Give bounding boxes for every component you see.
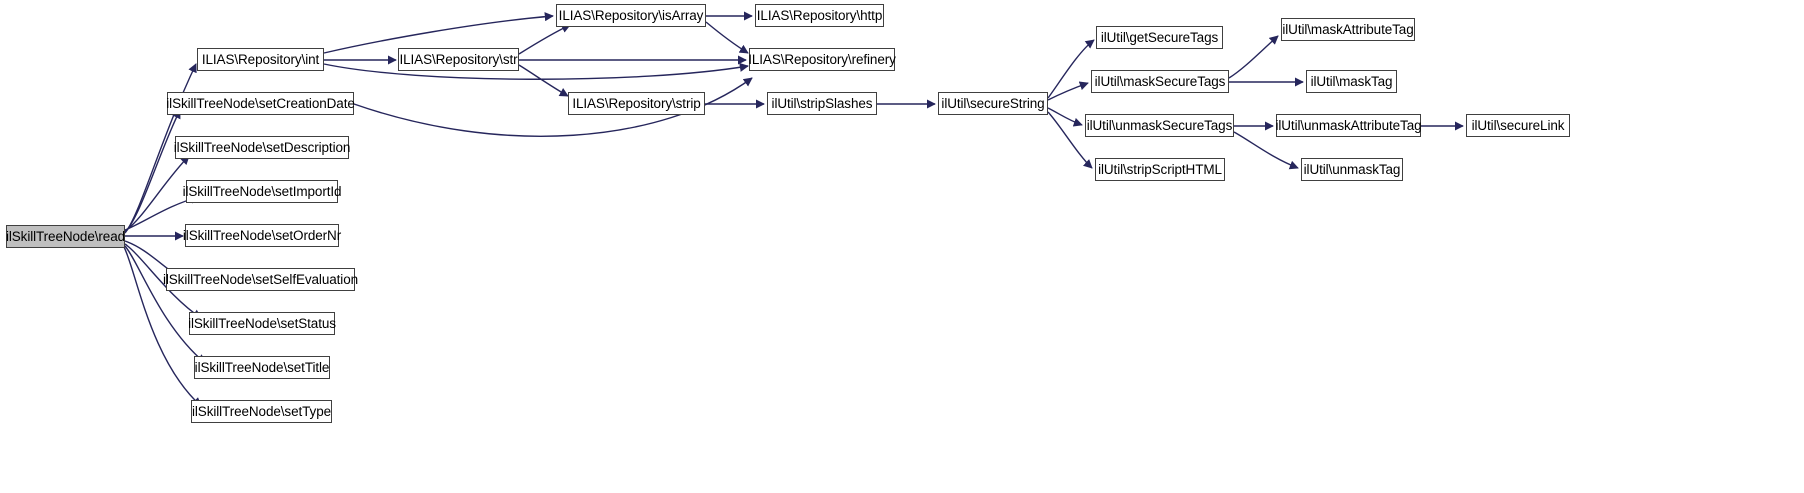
graph-node-setTitle[interactable]: ilSkillTreeNode\setTitle: [194, 356, 330, 379]
call-edge: [1228, 35, 1279, 79]
graph-node-unmaskAttributeTag[interactable]: ilUtil\unmaskAttributeTag: [1275, 114, 1422, 137]
graph-node-http[interactable]: ILIAS\Repository\http: [755, 4, 884, 27]
graph-node-setCreationDate[interactable]: ilSkillTreeNode\setCreationDate: [166, 92, 355, 115]
graph-node-maskSecureTags[interactable]: ilUtil\maskSecureTags: [1091, 70, 1229, 93]
graph-node-unmaskSecureTags[interactable]: ilUtil\unmaskSecureTags: [1085, 114, 1234, 137]
graph-node-maskTag[interactable]: ilUtil\maskTag: [1306, 70, 1397, 93]
graph-node-secureString[interactable]: ilUtil\secureString: [938, 92, 1048, 115]
graph-node-setOrderNr[interactable]: ilSkillTreeNode\setOrderNr: [183, 224, 341, 247]
call-edge: [518, 64, 569, 97]
call-edge: [123, 246, 202, 407]
call-edge: [124, 109, 181, 233]
graph-node-secureLink[interactable]: ilUtil\secureLink: [1466, 114, 1570, 137]
call-edge: [518, 24, 571, 55]
graph-node-setStatus[interactable]: ilSkillTreeNode\setStatus: [188, 312, 336, 335]
call-edge: [1047, 107, 1083, 127]
call-edge: [705, 21, 749, 54]
graph-node-isArray[interactable]: ILIAS\Repository\isArray: [556, 4, 706, 27]
call-edge: [1047, 111, 1093, 169]
call-edge: [1047, 39, 1095, 99]
graph-node-stripSlashes[interactable]: ilUtil\stripSlashes: [767, 92, 877, 115]
graph-node-str[interactable]: ILIAS\Repository\str: [398, 48, 519, 71]
graph-node-refinery[interactable]: ILIAS\Repository\refinery: [748, 48, 896, 71]
graph-node-setDescription[interactable]: ilSkillTreeNode\setDescription: [174, 136, 350, 159]
graph-node-getSecureTags[interactable]: ilUtil\getSecureTags: [1096, 26, 1223, 49]
graph-node-setType[interactable]: ilSkillTreeNode\setType: [191, 400, 332, 423]
graph-node-read[interactable]: ilSkillTreeNode\read: [6, 225, 125, 248]
graph-node-setSelfEvaluation[interactable]: ilSkillTreeNode\setSelfEvaluation: [163, 268, 358, 291]
graph-node-setImportId[interactable]: ilSkillTreeNode\setImportId: [183, 180, 342, 203]
call-edge: [1047, 81, 1089, 101]
graph-node-maskAttributeTag[interactable]: ilUtil\maskAttributeTag: [1281, 18, 1415, 41]
graph-node-int[interactable]: ILIAS\Repository\int: [197, 48, 324, 71]
call-edge: [353, 77, 753, 137]
call-edge: [323, 12, 554, 54]
graph-node-stripScriptHTML[interactable]: ilUtil\stripScriptHTML: [1095, 158, 1225, 181]
graph-node-strip[interactable]: ILIAS\Repository\strip: [568, 92, 705, 115]
call-edge: [1233, 131, 1299, 170]
graph-node-unmaskTag[interactable]: ilUtil\unmaskTag: [1301, 158, 1403, 181]
call-edge: [124, 243, 202, 319]
call-edge: [323, 62, 749, 80]
call-edge: [124, 245, 206, 364]
call-edge: [124, 155, 190, 232]
